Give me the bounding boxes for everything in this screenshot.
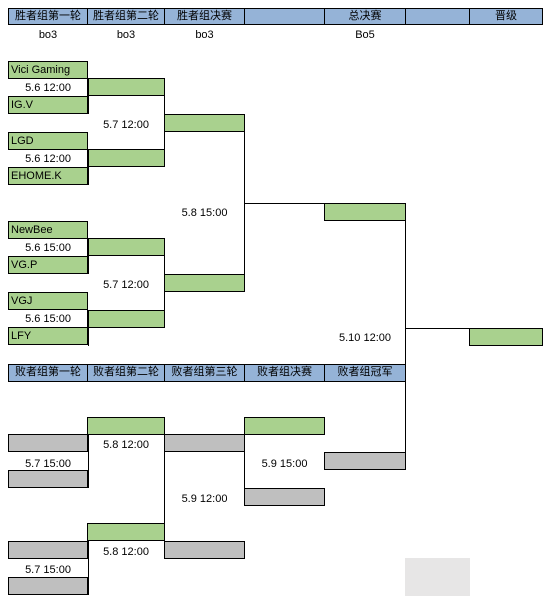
header-winners-r2: 胜者组第二轮 bbox=[87, 8, 165, 25]
team-slot-vgj[interactable]: VGJ bbox=[8, 292, 88, 310]
header-winners-final: 胜者组决赛 bbox=[164, 8, 245, 25]
match-time-lr1-1: 5.7 15:00 bbox=[25, 458, 71, 470]
slot-wr2-2b[interactable] bbox=[87, 310, 165, 328]
header-grand-final: 总决赛 bbox=[324, 8, 406, 25]
match-time-lr2-2: 5.8 12:00 bbox=[103, 546, 149, 558]
empty-cell bbox=[405, 558, 470, 596]
slot-lr2-2b[interactable] bbox=[164, 541, 245, 559]
match-time-wr2-1: 5.7 12:00 bbox=[103, 119, 149, 131]
header-losers-r3: 败者组第三轮 bbox=[164, 364, 245, 382]
header-empty-1 bbox=[244, 8, 325, 25]
match-time-wr1-4: 5.6 15:00 bbox=[25, 313, 71, 325]
header-winners-r1: 胜者组第一轮 bbox=[8, 8, 88, 25]
match-time-grand-final: 5.10 12:00 bbox=[339, 332, 391, 344]
format-winners-r2: bo3 bbox=[116, 29, 136, 41]
slot-lr2-1a[interactable] bbox=[87, 417, 165, 435]
match-time-wr1-2: 5.6 12:00 bbox=[25, 153, 71, 165]
header-losers-r2: 败者组第二轮 bbox=[87, 364, 165, 382]
slot-lf-b[interactable] bbox=[244, 488, 325, 506]
team-slot-vg-p[interactable]: VG.P bbox=[8, 256, 88, 274]
format-winners-r1: bo3 bbox=[38, 29, 58, 41]
team-slot-lfy[interactable]: LFY bbox=[8, 327, 88, 345]
match-time-winners-final: 5.8 15:00 bbox=[181, 207, 228, 219]
team-slot-vici-gaming[interactable]: Vici Gaming bbox=[8, 61, 88, 79]
header-advance: 晋级 bbox=[469, 8, 543, 25]
header-losers-r1: 败者组第一轮 bbox=[8, 364, 88, 382]
team-slot-lgd[interactable]: LGD bbox=[8, 132, 88, 150]
format-grand-final: Bo5 bbox=[355, 29, 375, 41]
slot-wf-b[interactable] bbox=[164, 274, 245, 292]
slot-lr1-2b[interactable] bbox=[8, 577, 88, 595]
match-time-wr1-1: 5.6 12:00 bbox=[25, 82, 71, 94]
match-time-losers-final: 5.9 15:00 bbox=[261, 458, 308, 470]
slot-lr1-1a[interactable] bbox=[8, 434, 88, 452]
slot-lr1-1b[interactable] bbox=[8, 470, 88, 488]
slot-wr2-1b[interactable] bbox=[87, 149, 165, 167]
slot-gf-winners[interactable] bbox=[324, 203, 406, 221]
match-time-lr1-2: 5.7 15:00 bbox=[25, 564, 71, 576]
header-empty-2 bbox=[405, 8, 470, 25]
team-slot-newbee[interactable]: NewBee bbox=[8, 221, 88, 239]
team-slot-ig-v[interactable]: IG.V bbox=[8, 96, 88, 114]
header-losers-champion: 败者组冠军 bbox=[324, 364, 406, 382]
slot-wf-a[interactable] bbox=[164, 114, 245, 132]
slot-lr2-1b[interactable] bbox=[164, 434, 245, 452]
header-losers-final: 败者组决赛 bbox=[244, 364, 325, 382]
match-time-wr2-2: 5.7 12:00 bbox=[103, 279, 149, 291]
slot-lr1-2a[interactable] bbox=[8, 541, 88, 559]
slot-wr2-2a[interactable] bbox=[87, 238, 165, 256]
slot-lf-a[interactable] bbox=[244, 417, 325, 435]
match-time-lr3: 5.9 12:00 bbox=[181, 493, 228, 505]
match-time-lr2-1: 5.8 12:00 bbox=[103, 439, 149, 451]
team-slot-ehome-k[interactable]: EHOME.K bbox=[8, 167, 88, 185]
slot-lr2-2a[interactable] bbox=[87, 523, 165, 541]
match-time-wr1-3: 5.6 15:00 bbox=[25, 242, 71, 254]
slot-champion[interactable] bbox=[469, 328, 543, 346]
format-winners-final: bo3 bbox=[195, 29, 214, 41]
slot-wr2-1a[interactable] bbox=[87, 78, 165, 96]
slot-losers-champion[interactable] bbox=[324, 452, 406, 470]
